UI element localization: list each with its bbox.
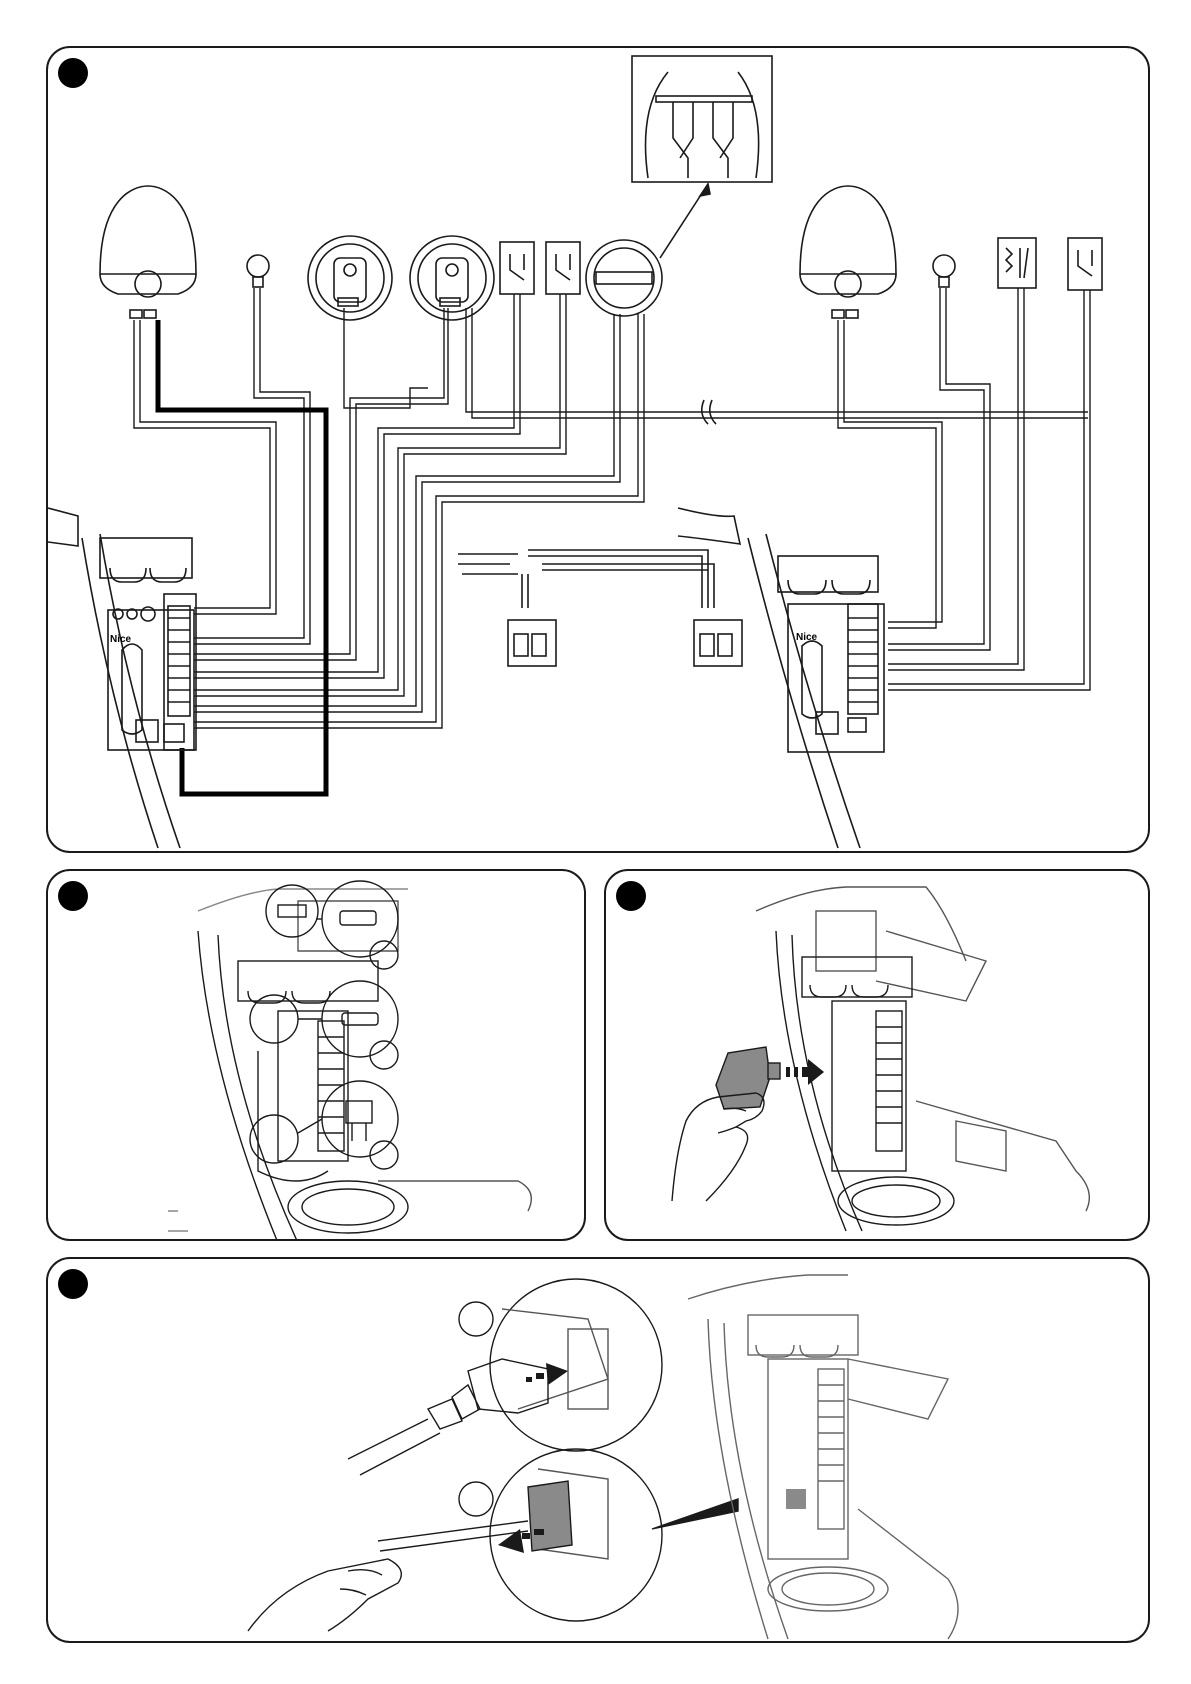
- sensitive-edge-switch: [998, 238, 1036, 288]
- plug-zoom-circle: [348, 1279, 662, 1475]
- connector-panel: [46, 1257, 1150, 1643]
- module-insert-panel: [604, 869, 1150, 1241]
- round-device: [586, 240, 662, 316]
- bulb-icon-left: [247, 255, 269, 287]
- module-insert-diagram: [606, 871, 1150, 1241]
- brand-label-right: Nice: [796, 632, 818, 643]
- zoom-pointer: [652, 1499, 738, 1529]
- flashing-lamp-left: [100, 186, 196, 318]
- fuse-zoom-1: [316, 881, 398, 969]
- hand: [672, 1093, 764, 1201]
- fuse-diagram: [48, 871, 586, 1241]
- switch-3: [1068, 238, 1102, 290]
- bulb-icon-right: [933, 255, 955, 287]
- insert-arrow-icon: [786, 1059, 824, 1085]
- thick-power-cable: [158, 320, 326, 794]
- photocell-2: [410, 236, 494, 320]
- switch-2: [546, 242, 580, 294]
- zoom-inset: [632, 56, 772, 258]
- radio-module: [716, 1047, 780, 1109]
- wiring-panel: Nice Nice: [46, 46, 1150, 853]
- control-unit-left: Nice: [48, 508, 196, 848]
- switch-1: [500, 242, 534, 294]
- control-unit-right: Nice: [678, 508, 884, 848]
- connector-diagram: [48, 1259, 1150, 1643]
- flashing-lamp-right: [800, 186, 896, 318]
- release-zoom-circle: [248, 1449, 662, 1631]
- brand-label-left: Nice: [110, 634, 132, 645]
- fuse-location-1: [266, 885, 318, 937]
- fuse-location-2: [250, 995, 298, 1043]
- control-unit: [688, 1275, 958, 1639]
- photocell-1: [308, 236, 392, 320]
- wiring-diagram: Nice Nice: [48, 48, 1150, 853]
- cables-left: [134, 288, 1088, 728]
- fuses-panel: [46, 869, 586, 1241]
- bus-cable-connectors: [458, 550, 742, 666]
